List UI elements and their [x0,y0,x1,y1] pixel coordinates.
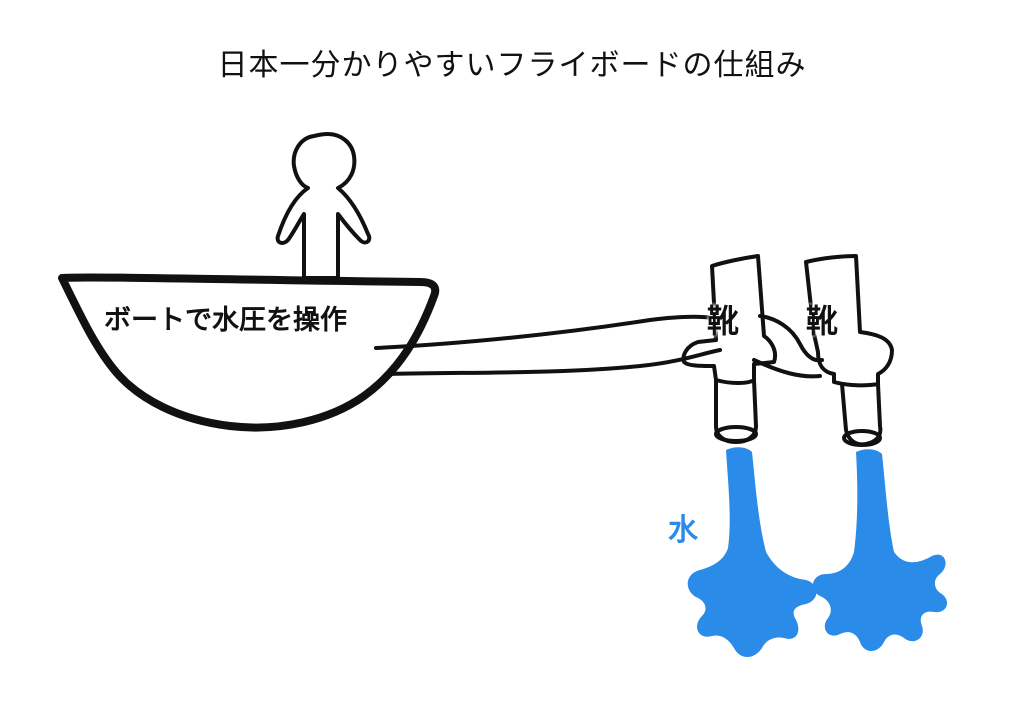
boat [58,273,440,432]
boot-left [681,254,777,444]
person-figure [275,132,372,280]
boot-right-label: 靴 [806,302,839,340]
water-label: 水 [668,513,698,548]
page-title: 日本一分かりやすいフライボードの仕組み [217,48,807,83]
boot-left-label: 靴 [707,302,740,340]
water-jets [687,447,948,657]
boat-label: ボートで水圧を操作 [104,305,347,336]
water-jet-left [687,447,817,657]
boot-right [804,254,894,447]
water-jet-right [812,449,948,651]
